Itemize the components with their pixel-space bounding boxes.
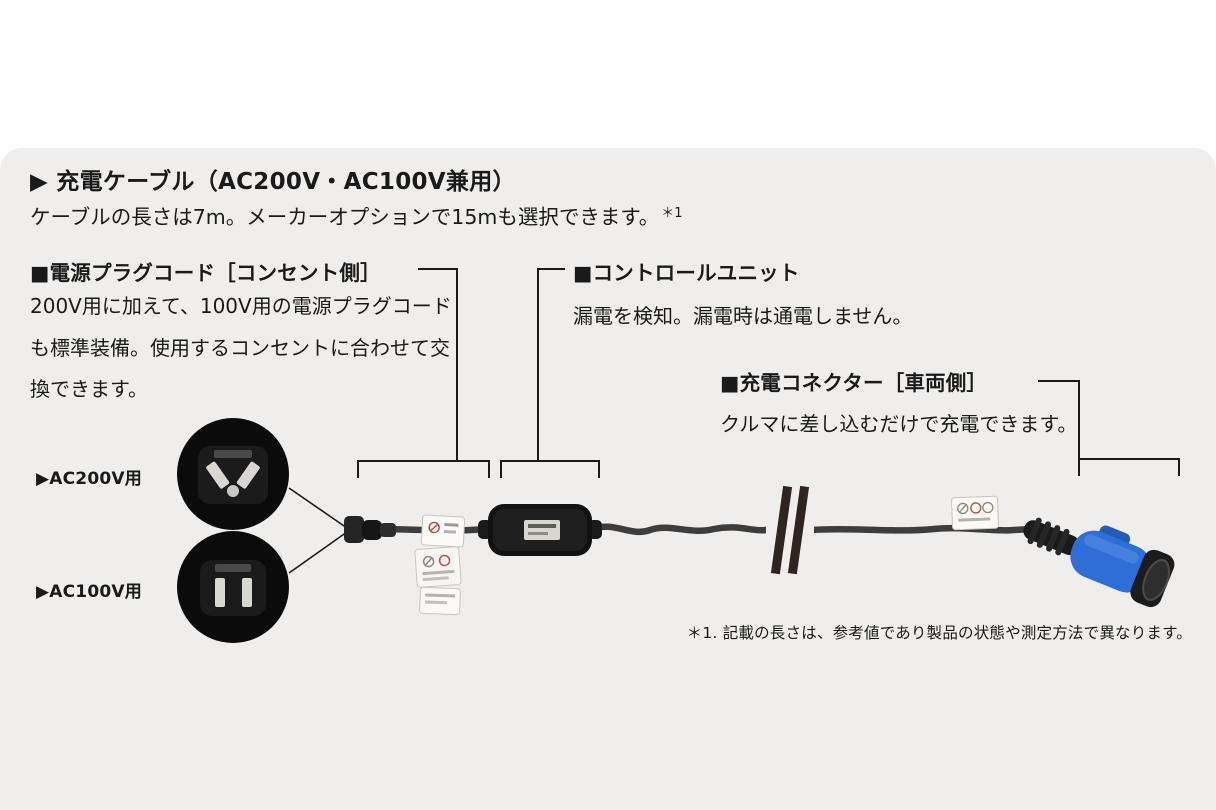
bracket-plug-right [488, 460, 490, 478]
callout-plug-cord-heading: ■電源プラグコード［コンセント側］ [30, 261, 381, 285]
bracket-conn-right [1178, 458, 1180, 476]
leader-line-conn-h [1038, 380, 1080, 382]
callout-plug-cord-body: 200V用に加えて、100V用の電源プラグコードも標準装備。使用するコンセントに… [30, 294, 452, 402]
leader-line-plug-v [456, 268, 458, 462]
diagram-panel [0, 148, 1216, 810]
bracket-ctrl-top [500, 460, 600, 462]
leader-line-ctrl-v [537, 268, 539, 462]
bracket-conn-left [1078, 458, 1080, 476]
subtitle-footnote-marker: ＊1 [661, 206, 683, 221]
bracket-plug-top [357, 460, 490, 462]
callout-control-unit-body: 漏電を検知。漏電時は通電しません。 [573, 304, 913, 328]
leader-line-plug-h [418, 268, 458, 270]
callout-control-unit-heading: ■コントロールユニット [573, 261, 800, 285]
bracket-ctrl-right [598, 460, 600, 478]
leader-line-ctrl-h [537, 268, 565, 270]
plug-label-ac200: ▶AC200V用 [36, 469, 142, 489]
callout-connector-heading: ■充電コネクター［車両側］ [720, 371, 988, 395]
footnote: ＊1. 記載の長さは、参考値であり製品の状態や測定方法で異なります。 [686, 624, 1192, 642]
page-subtitle: ケーブルの長さは7m。メーカーオプションで15mも選択できます。＊1 [30, 200, 683, 230]
page-title: ▶ 充電ケーブル（AC200V・AC100V兼用） [30, 169, 516, 195]
callout-connector-body: クルマに差し込むだけで充電できます。 [720, 412, 1078, 436]
bracket-plug-left [357, 460, 359, 478]
plug-label-ac100: ▶AC100V用 [36, 582, 142, 602]
leader-line-conn-v [1078, 380, 1080, 460]
bracket-conn-top [1078, 458, 1180, 460]
subtitle-text: ケーブルの長さは7m。メーカーオプションで15mも選択できます。 [30, 205, 660, 229]
bracket-ctrl-left [500, 460, 502, 478]
